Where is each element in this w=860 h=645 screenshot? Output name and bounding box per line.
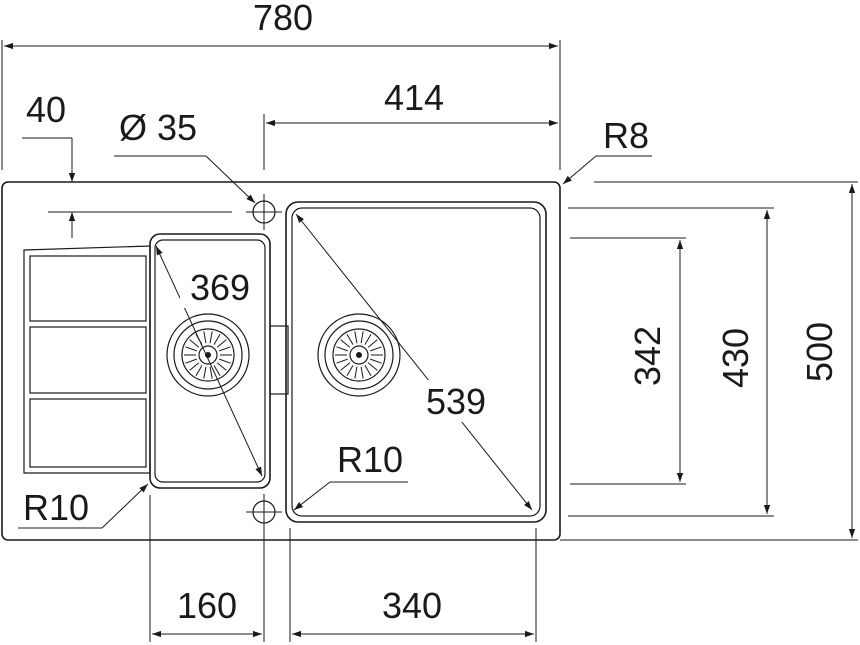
dim-depths: 342 430 500 <box>560 181 858 541</box>
strainer-spoke <box>219 346 231 352</box>
strainer-spoke <box>336 358 348 364</box>
dim-main-span: 414 <box>263 77 558 170</box>
label-corner-radius: R8 <box>603 115 649 156</box>
strainer-spoke <box>354 331 358 344</box>
dim-main-bowl-diagonal: 539 <box>295 213 533 511</box>
strainer-spoke <box>189 362 200 371</box>
strainer-spoke <box>185 346 197 352</box>
label-main-bowl-radius: R10 <box>337 439 403 480</box>
tap-hole-bottom <box>246 494 282 530</box>
label-bowl-depth: 430 <box>715 328 756 388</box>
sink-body <box>1 181 561 541</box>
main-bowl-drain <box>317 313 401 397</box>
label-hole-diameter: Ø 35 <box>119 107 197 148</box>
strainer-spoke <box>340 339 351 348</box>
drainboard-outline <box>23 245 151 474</box>
strainer-spoke <box>340 362 351 371</box>
strainer-spoke <box>216 339 227 348</box>
strainer-spoke <box>360 331 364 344</box>
label-main-span: 414 <box>384 77 444 118</box>
small-bowl-drain <box>166 313 250 397</box>
strainer-spoke <box>216 362 227 371</box>
strainer-spoke <box>354 366 358 379</box>
strainer-spoke <box>367 339 378 348</box>
label-small-bowl-width: 160 <box>177 585 237 626</box>
strainer-spoke <box>195 365 203 377</box>
strainer-spoke <box>189 339 200 348</box>
dim-hole-diameter: Ø 35 <box>114 107 256 204</box>
strainer-spoke <box>336 346 348 352</box>
label-small-bowl-radius: R10 <box>23 487 89 528</box>
overflow-connector <box>269 325 289 395</box>
label-hole-offset: 40 <box>26 89 66 130</box>
strainer-spoke <box>346 365 354 377</box>
dim-total-width: 780 <box>1 0 561 170</box>
strainer-spoke <box>360 366 364 379</box>
strainer-spoke <box>219 358 231 364</box>
label-main-bowl-diagonal: 539 <box>426 381 486 422</box>
main-bowl <box>285 201 547 523</box>
label-main-bowl-width: 340 <box>382 585 442 626</box>
dim-small-bowl-diagonal: 369 <box>155 245 263 477</box>
strainer-spoke <box>364 333 372 345</box>
main-bowl-inner <box>291 207 541 517</box>
strainer-spoke <box>367 362 378 371</box>
drainboard-rib <box>29 326 147 394</box>
label-small-bowl-diagonal: 369 <box>190 267 250 308</box>
strainer-spoke <box>370 358 382 364</box>
label-bowl-depth-inner: 342 <box>627 326 668 386</box>
small-bowl-inner <box>154 239 266 483</box>
strainer-spoke <box>209 331 213 344</box>
dim-corner-radius: R8 <box>562 115 652 185</box>
dim-small-bowl-radius: R10 <box>18 483 149 529</box>
dim-hole-offset: 40 <box>22 89 232 238</box>
drainboard <box>23 245 151 474</box>
dim-bowl-widths: 160 340 <box>149 495 537 642</box>
strainer-spoke <box>185 358 197 364</box>
sink-outline <box>1 181 561 541</box>
strainer-spoke <box>203 366 207 379</box>
tap-hole-top <box>246 194 282 230</box>
strainer-spoke <box>213 333 221 345</box>
drainboard-rib <box>29 398 147 468</box>
strainer-spoke <box>364 365 372 377</box>
strainer-spoke <box>203 331 207 344</box>
strainer-spoke <box>370 346 382 352</box>
main-bowl-outer <box>285 201 547 523</box>
drainboard-rib <box>29 255 147 322</box>
label-total-width: 780 <box>253 0 313 38</box>
strainer-spoke <box>346 333 354 345</box>
dim-main-bowl-radius: R10 <box>293 439 408 511</box>
label-total-depth: 500 <box>799 322 840 382</box>
strainer-spoke <box>209 366 213 379</box>
